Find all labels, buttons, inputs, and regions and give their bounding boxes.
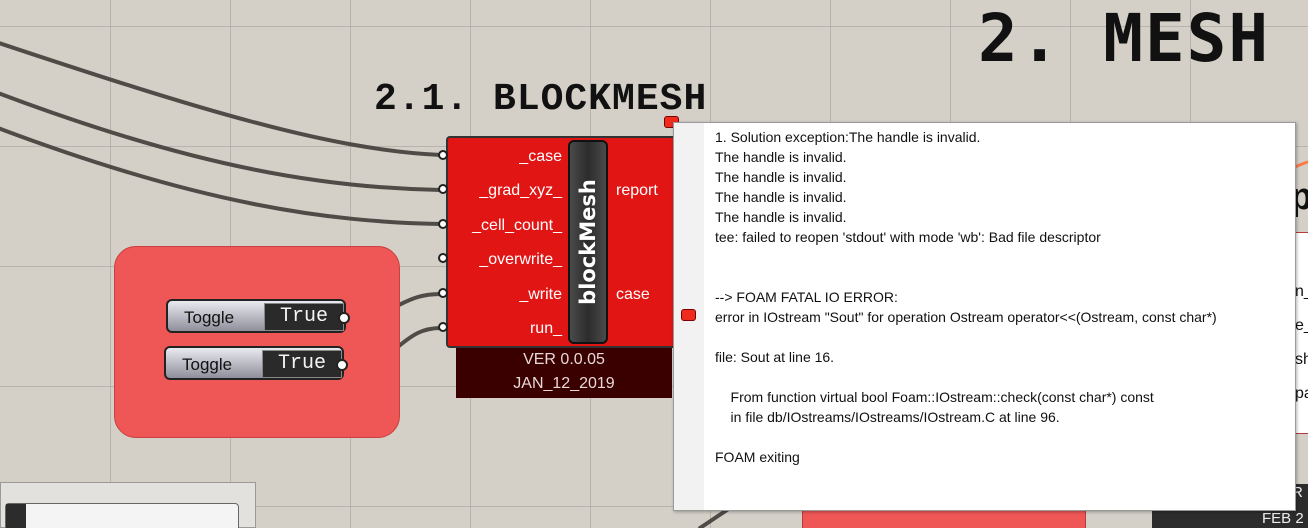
toggle-run[interactable]: Toggle True	[164, 346, 348, 380]
input-overwrite[interactable]: _overwrite_	[479, 251, 562, 268]
toggle-write[interactable]: Toggle True	[166, 299, 350, 333]
component-name: blockMesh	[576, 179, 600, 305]
component-name-bar[interactable]: blockMesh	[568, 140, 608, 344]
error-popup[interactable]: 1. Solution exception:The handle is inva…	[673, 122, 1296, 511]
input-run[interactable]: run_	[529, 320, 562, 337]
partial-label: sh	[1295, 351, 1308, 368]
error-line: The handle is invalid.	[715, 209, 847, 225]
bottom-left-field[interactable]	[5, 503, 239, 528]
output-case[interactable]: case	[616, 286, 650, 303]
partial-label: pa	[1295, 385, 1308, 402]
wire-bottom	[698, 506, 732, 528]
input-grad-xyz[interactable]: _grad_xyz_	[479, 182, 562, 199]
bottom-left-dark-block	[6, 504, 26, 528]
input-cell-count[interactable]: _cell_count_	[472, 217, 562, 234]
input-write[interactable]: _write	[519, 286, 562, 303]
error-line: tee: failed to reopen 'stdout' with mode…	[715, 229, 1101, 245]
partial-label: n_	[1295, 283, 1308, 300]
section-title: 2. MESH	[978, 0, 1271, 77]
toggle-output-grip[interactable]	[338, 312, 350, 324]
error-line: The handle is invalid.	[715, 169, 847, 185]
error-line: error in IOstream "Sout" for operation O…	[715, 309, 1217, 325]
wire-cell-count	[0, 126, 443, 226]
partial-date: FEB 2	[1262, 510, 1304, 527]
port-run[interactable]	[438, 322, 448, 332]
port-case[interactable]	[438, 150, 448, 160]
component-version: VER 0.0.05	[523, 351, 605, 368]
port-overwrite[interactable]	[438, 253, 448, 263]
toggle-label: Toggle	[184, 308, 235, 327]
wire-grad-xyz	[0, 91, 443, 192]
subsection-title: 2.1. BLOCKMESH	[374, 78, 708, 121]
error-marker-icon	[681, 309, 696, 321]
port-grad-xyz[interactable]	[438, 184, 448, 194]
toggle-group[interactable]	[114, 246, 400, 438]
input-case[interactable]: _case	[519, 148, 562, 165]
toggle-label: Toggle	[182, 355, 233, 374]
bottom-left-panel[interactable]	[0, 482, 256, 528]
output-report[interactable]: report	[616, 182, 658, 199]
toggle-output-grip[interactable]	[336, 359, 348, 371]
error-line: FOAM exiting	[715, 449, 800, 465]
toggle-value[interactable]: True	[264, 303, 344, 331]
partial-label: e_	[1295, 317, 1308, 334]
toggle-value[interactable]: True	[262, 350, 342, 378]
error-line: 1. Solution exception:The handle is inva…	[715, 129, 981, 145]
blockmesh-component[interactable]: _case _grad_xyz_ _cell_count_ _overwrite…	[446, 136, 686, 348]
error-line: The handle is invalid.	[715, 189, 847, 205]
error-line: From function virtual bool Foam::IOstrea…	[715, 389, 1154, 405]
error-line: --> FOAM FATAL IO ERROR:	[715, 289, 898, 305]
partial-version: R	[1292, 484, 1303, 501]
wire-case	[0, 41, 443, 157]
error-line: file: Sout at line 16.	[715, 349, 835, 365]
component-inputs: _case _grad_xyz_ _cell_count_ _overwrite…	[448, 138, 562, 346]
port-cell-count[interactable]	[438, 219, 448, 229]
error-line: The handle is invalid.	[715, 149, 847, 165]
component-date: JAN_12_2019	[513, 375, 615, 392]
component-footer: VER 0.0.05 JAN_12_2019	[456, 348, 672, 398]
error-line: in file db/IOstreams/IOstreams/IOstream.…	[715, 409, 1060, 425]
port-write[interactable]	[438, 288, 448, 298]
